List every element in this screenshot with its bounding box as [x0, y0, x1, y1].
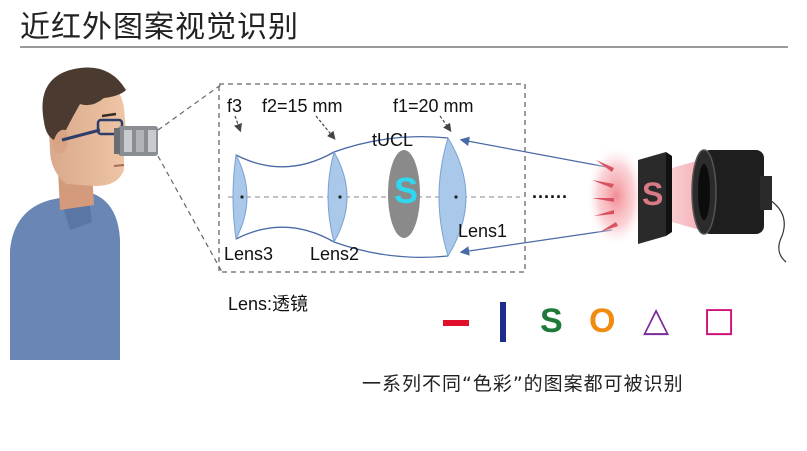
- patterns-caption: 一系列不同“色彩”的图案都可被识别: [362, 373, 684, 395]
- continuation-dots: ......: [532, 182, 569, 202]
- tucl-label: tUCL: [372, 130, 414, 150]
- eyepiece-device: [114, 126, 158, 156]
- page-title: 近红外图案视觉识别: [20, 10, 299, 45]
- lens2-focus-dot: [338, 195, 342, 199]
- pattern-dash: [443, 320, 469, 326]
- tucl-s-letter: S: [394, 170, 419, 211]
- f2-arrow: [315, 115, 336, 140]
- pattern-s: S: [540, 302, 563, 340]
- lens1-focus-dot: [454, 195, 458, 199]
- lens1-label: Lens1: [458, 221, 508, 241]
- f3-arrow: [234, 115, 242, 133]
- screen-s-letter: S: [642, 176, 664, 212]
- emission-rays: [592, 160, 618, 232]
- pattern-screen: [638, 152, 672, 244]
- lens1-shape: [438, 136, 467, 258]
- f1-arrow: [439, 115, 452, 132]
- pattern-triangle: △: [643, 300, 670, 340]
- lens-note: Lens:透镜: [228, 294, 309, 314]
- zoom-line-bottom: [157, 155, 223, 273]
- tucl-element: [388, 150, 420, 238]
- f3-label: f3: [227, 96, 243, 116]
- incoming-ray-bottom: [459, 229, 613, 256]
- zoom-box: [218, 83, 526, 273]
- lens3-label: Lens3: [224, 244, 274, 264]
- title-divider: [20, 46, 788, 48]
- lens2-shape: [327, 150, 348, 244]
- pattern-o: O: [589, 302, 616, 340]
- pattern-bar: [500, 302, 506, 342]
- person-illustration: [10, 67, 132, 360]
- projector-device: [691, 149, 787, 263]
- lens3-focus-dot: [240, 195, 244, 199]
- f2-label: f2=15 mm: [262, 96, 343, 116]
- f1-label: f1=20 mm: [393, 96, 474, 116]
- lens2-label: Lens2: [310, 244, 360, 264]
- incoming-ray-top: [459, 136, 613, 169]
- zoom-line-top: [157, 83, 223, 131]
- pattern-square: □: [703, 300, 736, 340]
- nir-glow: [586, 144, 646, 248]
- lens3-shape: [232, 153, 248, 241]
